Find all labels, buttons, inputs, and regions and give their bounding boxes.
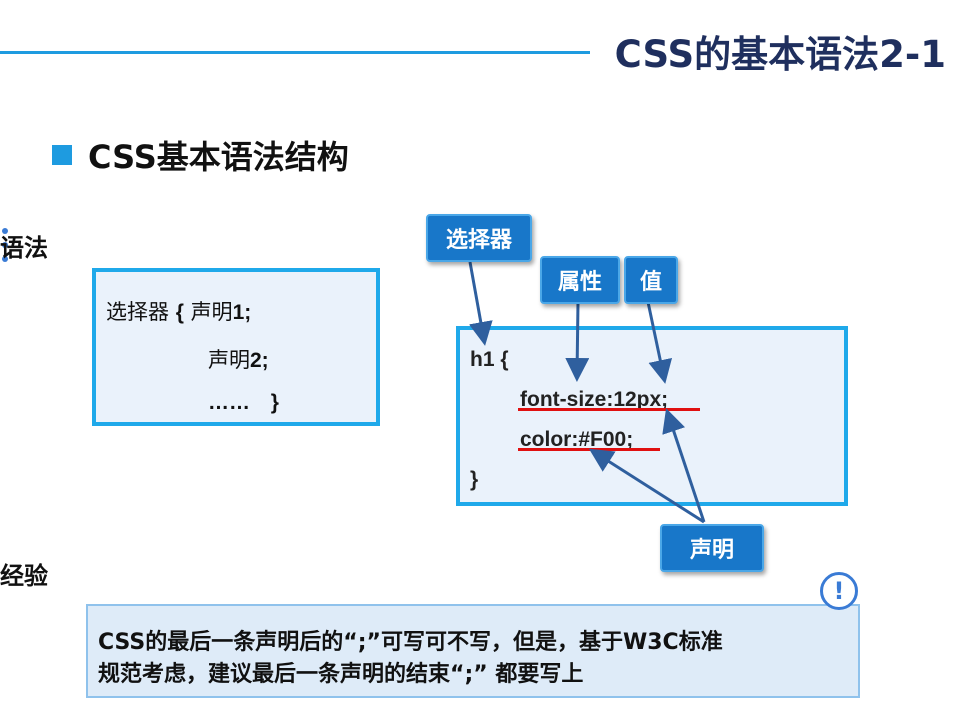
syntax-decl2-num: 2; xyxy=(250,349,269,372)
code-example-box: h1 { font-size:12px; color:#F00; } xyxy=(456,326,848,506)
section-heading: CSS基本语法结构 xyxy=(52,132,349,178)
section-heading-text: CSS基本语法结构 xyxy=(88,138,349,176)
syntax-selector: 选择器 xyxy=(106,300,169,324)
syntax-close-brace: } xyxy=(270,391,279,414)
experience-label: 经验 xyxy=(0,562,48,590)
square-bullet-icon xyxy=(52,145,72,165)
callout-selector: 选择器 xyxy=(426,214,532,262)
tip-note-line-1: CSS的最后一条声明后的“;”可写可不写，但是，基于W3C标准 xyxy=(98,630,723,655)
slide-title: CSS的基本语法2-1 xyxy=(614,33,946,76)
arrow-value xyxy=(646,301,673,384)
code-line-font-size: font-size:12px; xyxy=(520,388,669,411)
syntax-line-1: 选择器 { 声明1; xyxy=(106,296,251,326)
arrow-selector xyxy=(468,261,493,346)
exclamation-icon: ! xyxy=(820,572,858,610)
code-line-color: color:#F00; xyxy=(520,428,634,451)
callout-declaration: 声明 xyxy=(660,524,764,572)
declaration-underline-1 xyxy=(518,408,700,411)
code-line-close: } xyxy=(470,468,479,491)
callout-property: 属性 xyxy=(540,256,620,304)
callout-value: 值 xyxy=(624,256,678,304)
syntax-line-2: 声明2; xyxy=(208,344,269,374)
syntax-decl1-num: 1; xyxy=(232,301,252,324)
arrow-declaration-1 xyxy=(662,408,706,523)
arrow-declaration-2 xyxy=(588,448,705,524)
syntax-decl2-text: 声明 xyxy=(208,348,250,372)
drag-handle-icon xyxy=(0,226,10,264)
arrow-property xyxy=(565,301,590,382)
code-line-selector: h1 { xyxy=(470,348,509,371)
syntax-label: 语法 xyxy=(0,234,48,262)
syntax-structure-box: 选择器 { 声明1; 声明2; …… } xyxy=(92,268,380,426)
tip-note-line-2: 规范考虑，建议最后一条声明的结束“;” 都要写上 xyxy=(98,662,584,687)
syntax-line-3: …… } xyxy=(208,390,279,415)
syntax-open-brace: { xyxy=(175,301,184,324)
syntax-decl1-text: 声明 xyxy=(190,300,233,324)
title-divider-line xyxy=(0,51,590,54)
tip-note-box: CSS的最后一条声明后的“;”可写可不写，但是，基于W3C标准 规范考虑，建议最… xyxy=(86,604,860,698)
syntax-ellipsis: …… xyxy=(208,391,250,414)
